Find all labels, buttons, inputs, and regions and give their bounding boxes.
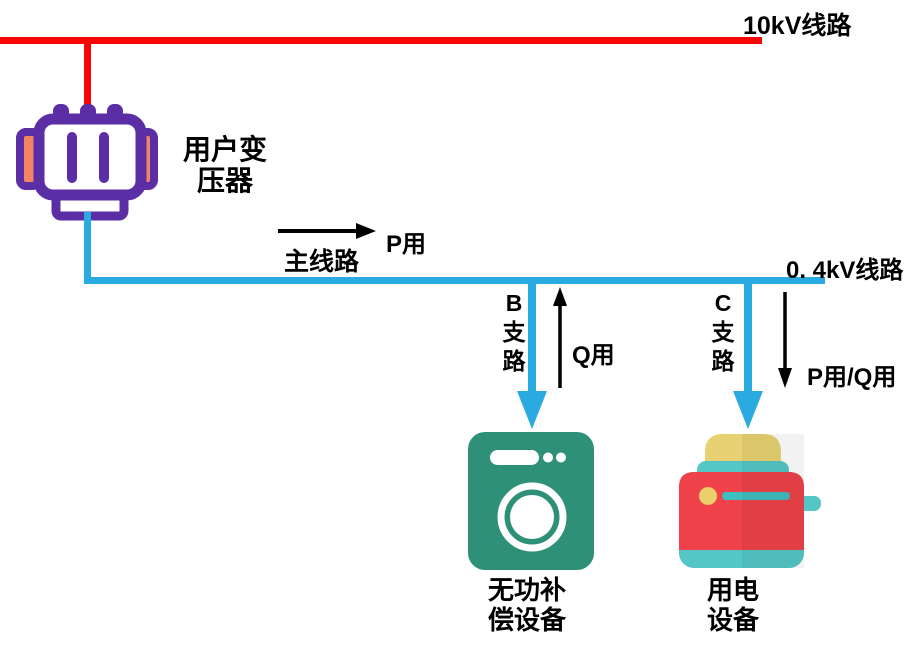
label-transformer-line1: 用户变 (182, 134, 267, 165)
label-branch-c: C 支 路 (708, 289, 738, 376)
label-pq-use: P用/Q用 (807, 364, 897, 391)
label-compensator-line1: 无功补 (487, 575, 566, 605)
label-transformer: 用户变 压器 (178, 134, 272, 196)
branch-c-line (733, 278, 763, 429)
label-load-line1: 用电 (706, 575, 759, 605)
label-load-line2: 设备 (706, 605, 759, 635)
label-branch-c-char3: 路 (711, 348, 735, 374)
04kv-bus-line (84, 277, 825, 284)
label-04kv-line: 0. 4kV线路 (786, 257, 904, 284)
label-q-use: Q用 (572, 342, 615, 369)
label-p-use: P用 (386, 231, 427, 258)
label-branch-b: B 支 路 (499, 289, 529, 376)
label-branch-b-char2: 支 (502, 319, 526, 345)
toaster-shade-overlay (742, 434, 804, 568)
label-load: 用电 设备 (688, 575, 778, 635)
label-branch-b-char1: B (505, 290, 523, 316)
label-branch-c-char1: C (714, 290, 732, 316)
branch-b-line (517, 278, 547, 429)
label-compensator: 无功补 偿设备 (477, 575, 577, 635)
washing-machine-icon (468, 432, 594, 570)
main-flow-arrow (278, 223, 376, 239)
label-branch-c-char2: 支 (711, 319, 735, 345)
10kv-drop-line (84, 37, 91, 107)
label-main-line: 主线路 (284, 248, 360, 276)
toaster-icon (679, 434, 821, 568)
label-transformer-line2: 压器 (196, 165, 253, 196)
q-flow-up-arrow (553, 287, 567, 388)
pq-flow-down-arrow (778, 292, 792, 388)
label-10kv-line: 10kV线路 (743, 12, 852, 40)
transformer-out-line (84, 212, 91, 284)
label-compensator-line2: 偿设备 (487, 605, 566, 635)
10kv-bus-line (0, 37, 762, 44)
label-branch-b-char3: 路 (502, 348, 526, 374)
